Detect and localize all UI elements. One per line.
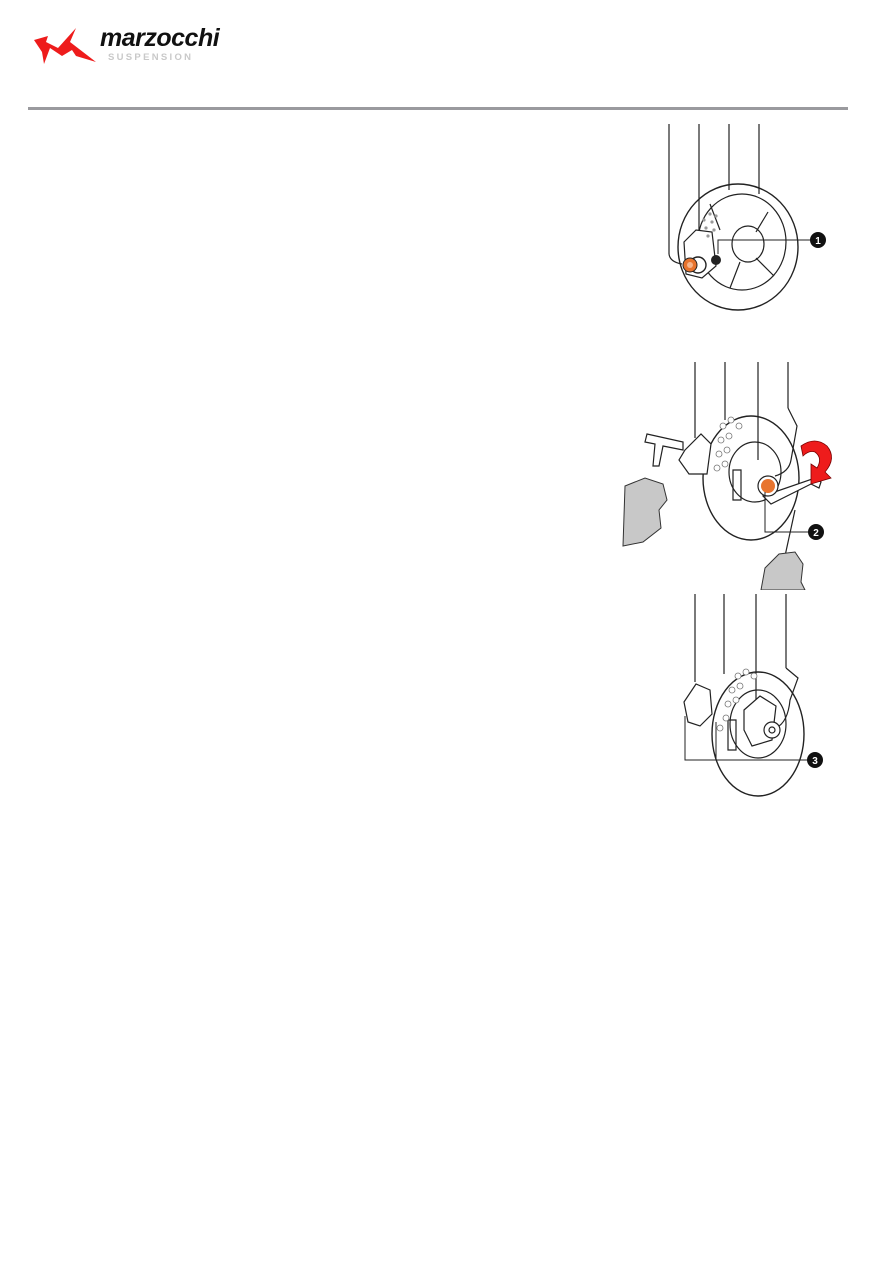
marzocchi-m-logo-icon — [34, 28, 96, 64]
right-hand-icon — [760, 551, 806, 590]
rotation-arrow-icon — [800, 440, 832, 485]
callout-badge-2: 2 — [808, 524, 824, 540]
fork-illustration-1: 1 — [668, 124, 826, 311]
brand-logo: marzocchi SUSPENSION — [32, 22, 232, 70]
fork-illustration-3: 3 — [683, 594, 823, 797]
callout-badge-1: 1 — [810, 232, 826, 248]
callout-badge-3: 3 — [807, 752, 823, 768]
header-divider — [28, 107, 848, 110]
fork-illustration-2: 2 — [622, 362, 832, 590]
figure-3: 3 — [660, 592, 840, 802]
figure-1: 1 — [660, 120, 840, 320]
axle-highlight — [761, 479, 775, 493]
svg-text:2: 2 — [813, 528, 819, 539]
brand-tagline: SUSPENSION — [108, 52, 194, 63]
figure-2: 2 — [615, 360, 845, 590]
svg-text:3: 3 — [812, 756, 818, 767]
svg-text:1: 1 — [815, 236, 821, 247]
brand-name: marzocchi — [100, 24, 220, 52]
left-hand-icon — [622, 477, 668, 547]
